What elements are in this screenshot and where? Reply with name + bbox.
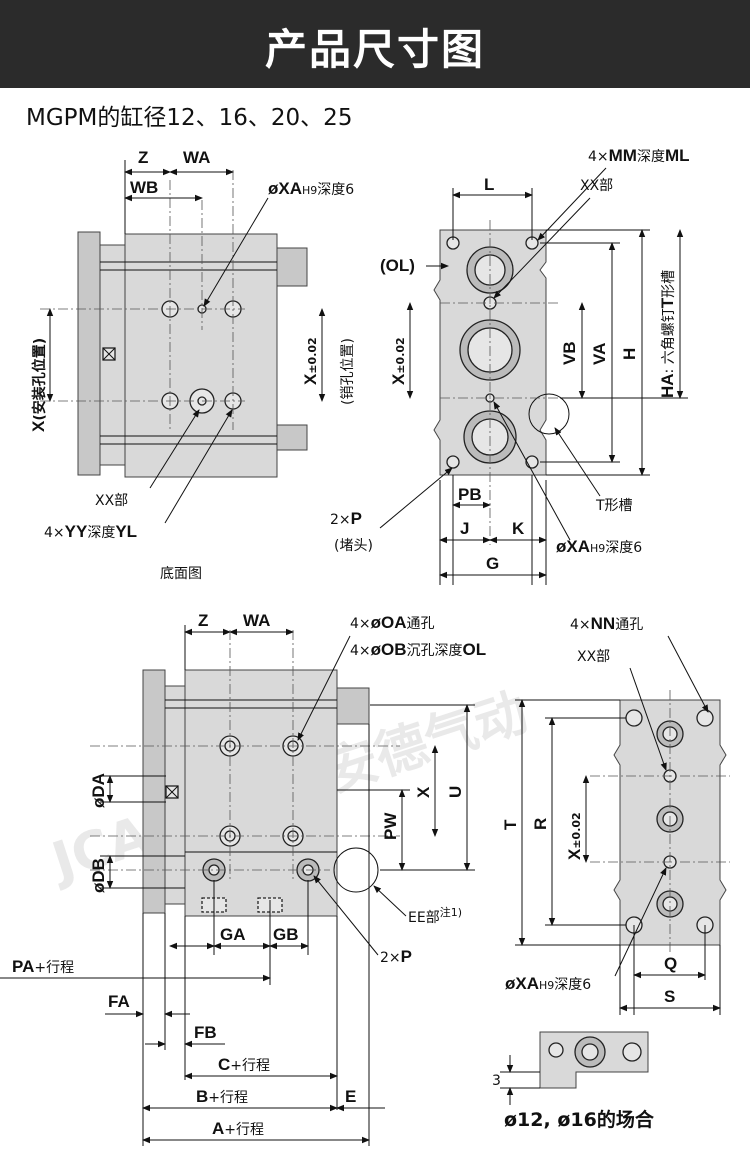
dim-db: øDB (89, 858, 108, 893)
dim-gb: GB (273, 925, 299, 944)
dim-wa: WA (183, 148, 210, 167)
dim-k: K (512, 519, 525, 538)
t-slot-detail-circle (528, 393, 570, 435)
dim-3: 3 (492, 1073, 501, 1089)
dim-ha: HA: 六角螺钉T形槽 (658, 270, 677, 398)
dim-h: H (620, 348, 639, 360)
corner-tap (525, 455, 539, 469)
guide-rod-bottom (276, 424, 308, 451)
side-view: Z WA 4×øOA通孔 4×øOB沉孔深度OL øDA øDB PW X U … (0, 611, 486, 1146)
callout-oa: 4×øOA通孔 (350, 613, 435, 632)
guide-rod-top (276, 247, 308, 287)
callout-mm: 4×MM深度ML (588, 146, 690, 165)
dim-pw: PW (381, 812, 400, 840)
dim-x-install: X(安装孔位置) (29, 338, 48, 432)
callout-xx-bottom: XX部 (95, 493, 128, 509)
dim-fb: FB (194, 1023, 217, 1042)
dim-da: øDA (89, 773, 108, 808)
dim-r: R (531, 818, 550, 830)
callout-nn: 4×NN通孔 (570, 614, 643, 633)
corner-tap (446, 455, 460, 469)
header-banner: 产品尺寸图 (0, 0, 750, 88)
dim-x-side: X (414, 786, 433, 798)
callout-p-side: 2×P (380, 947, 412, 966)
callout-ee: EE部注1) (408, 905, 462, 926)
pin-hole-position: (销孔位置) (340, 338, 356, 405)
t-slot-label: T形槽 (595, 498, 633, 514)
callout-yy: 4×YY深度YL (44, 522, 137, 541)
dim-s: S (664, 987, 675, 1006)
ee-detail-circle (333, 847, 379, 893)
bore-size-subtitle: MGPM的缸径12、16、20、25 (26, 105, 353, 131)
bottom-view: Z WA WB øXAH9深度6 X(安装孔位置) X±0.02 (销孔位置) … (29, 148, 356, 582)
dim-c: C+行程 (218, 1055, 270, 1074)
dim-j: J (460, 519, 469, 538)
detail-view: 3 ø12, ø16的场合 (492, 1031, 655, 1131)
dim-z: Z (138, 148, 148, 167)
side-view-plate (142, 669, 166, 914)
corner-hole (696, 709, 714, 727)
callout-p-front: 2×P (330, 509, 362, 528)
dim-b: B+行程 (196, 1087, 248, 1106)
dim-a: A+行程 (212, 1119, 264, 1138)
callout-xa: øXAH9深度6 (268, 179, 354, 198)
dim-ol-front: (OL) (380, 256, 415, 275)
front-view: L 4×MM深度ML XX部 (OL) X±0.02 VB VA H HA: 六… (330, 146, 690, 585)
dim-wb: WB (130, 178, 158, 197)
bottom-view-plate (77, 231, 101, 476)
callout-xa-top: øXAH9深度6 (505, 974, 591, 993)
plug-note: (堵头) (334, 538, 373, 554)
dim-x-top: X±0.02 (565, 812, 584, 860)
callout-ob: 4×øOB沉孔深度OL (350, 640, 486, 659)
callout-xa-front: øXAH9深度6 (556, 537, 642, 556)
detail-caption: ø12, ø16的场合 (504, 1108, 655, 1131)
dim-wa-side: WA (243, 611, 270, 630)
dim-t: T (501, 819, 520, 830)
dim-e: E (345, 1087, 356, 1106)
dim-q: Q (664, 954, 677, 973)
dim-x-pin: X±0.02 (301, 337, 320, 385)
bottom-view-caption: 底面图 (160, 566, 202, 582)
callout-xx-front: XX部 (580, 178, 613, 194)
dim-l: L (484, 175, 494, 194)
dim-fa: FA (108, 992, 130, 1011)
dim-u: U (446, 786, 465, 798)
top-view: 4×NN通孔 XX部 T R X±0.02 Q S øXAH9深度6 (501, 614, 730, 1015)
corner-hole (625, 709, 643, 727)
dim-z-side: Z (198, 611, 208, 630)
dim-pa: PA+行程 (12, 957, 74, 976)
dim-pb: PB (458, 485, 482, 504)
page-title: 产品尺寸图 (264, 25, 485, 74)
callout-xx-top: XX部 (577, 649, 610, 665)
dim-vb: VB (560, 341, 579, 365)
dim-ga: GA (220, 925, 246, 944)
guide-rod (336, 687, 370, 725)
dim-g: G (486, 554, 499, 573)
dim-va: VA (590, 343, 609, 365)
dim-x-front: X±0.02 (389, 337, 408, 385)
